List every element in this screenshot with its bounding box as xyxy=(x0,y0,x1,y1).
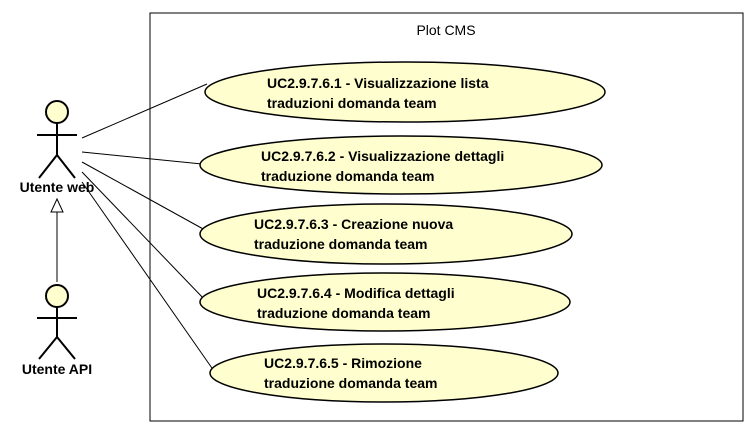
actor-utente-web[interactable]: Utente web xyxy=(20,100,95,195)
association-uc4 xyxy=(81,171,206,301)
use-case-5[interactable]: UC2.9.7.6.5 - Rimozione traduzione doman… xyxy=(209,343,559,403)
use-case-5-line1: UC2.9.7.6.5 - Rimozione xyxy=(264,355,422,371)
use-case-4[interactable]: UC2.9.7.6.4 - Modifica dettagli traduzio… xyxy=(199,272,571,332)
use-case-5-line2: traduzione domanda team xyxy=(264,375,437,391)
association-uc2 xyxy=(81,151,203,165)
use-case-1-line2: traduzioni domanda team xyxy=(267,95,437,111)
use-case-2-line2: traduzione domanda team xyxy=(261,168,434,184)
actor-utente-api[interactable]: Utente API xyxy=(22,284,92,377)
use-case-ellipse xyxy=(209,343,559,403)
use-case-3-line1: UC2.9.7.6.3 - Creazione nuova xyxy=(254,216,453,232)
use-case-1-line1: UC2.9.7.6.1 - Visualizzazione lista xyxy=(267,75,489,91)
use-case-1[interactable]: UC2.9.7.6.1 - Visualizzazione lista trad… xyxy=(204,61,606,123)
use-case-2-line1: UC2.9.7.6.2 - Visualizzazione dettagli xyxy=(261,148,504,164)
association-uc3 xyxy=(81,161,206,231)
system-title: Plot CMS xyxy=(416,22,475,38)
use-case-ellipse xyxy=(204,61,606,123)
use-case-4-line1: UC2.9.7.6.4 - Modifica dettagli xyxy=(257,285,455,301)
association-uc1 xyxy=(81,83,208,139)
use-case-4-line2: traduzione domanda team xyxy=(257,305,430,321)
actor-label-web: Utente web xyxy=(20,179,95,195)
actor-head xyxy=(45,100,69,124)
stick-figure-icon xyxy=(37,100,77,179)
associations xyxy=(81,83,215,372)
use-case-3[interactable]: UC2.9.7.6.3 - Creazione nuova traduzione… xyxy=(199,203,573,265)
actor-label-api: Utente API xyxy=(22,361,92,377)
use-case-2[interactable]: UC2.9.7.6.2 - Visualizzazione dettagli t… xyxy=(199,135,603,195)
stick-figure-icon xyxy=(37,284,77,360)
generalization-head xyxy=(50,197,64,213)
association-uc5 xyxy=(81,181,215,372)
actor-head xyxy=(45,284,69,308)
use-case-3-line2: traduzione domanda team xyxy=(254,236,427,252)
use-case-ellipse xyxy=(199,203,573,265)
use-case-ellipse xyxy=(199,135,603,195)
generalization-arrow xyxy=(50,197,64,282)
use-case-ellipse xyxy=(199,272,571,332)
